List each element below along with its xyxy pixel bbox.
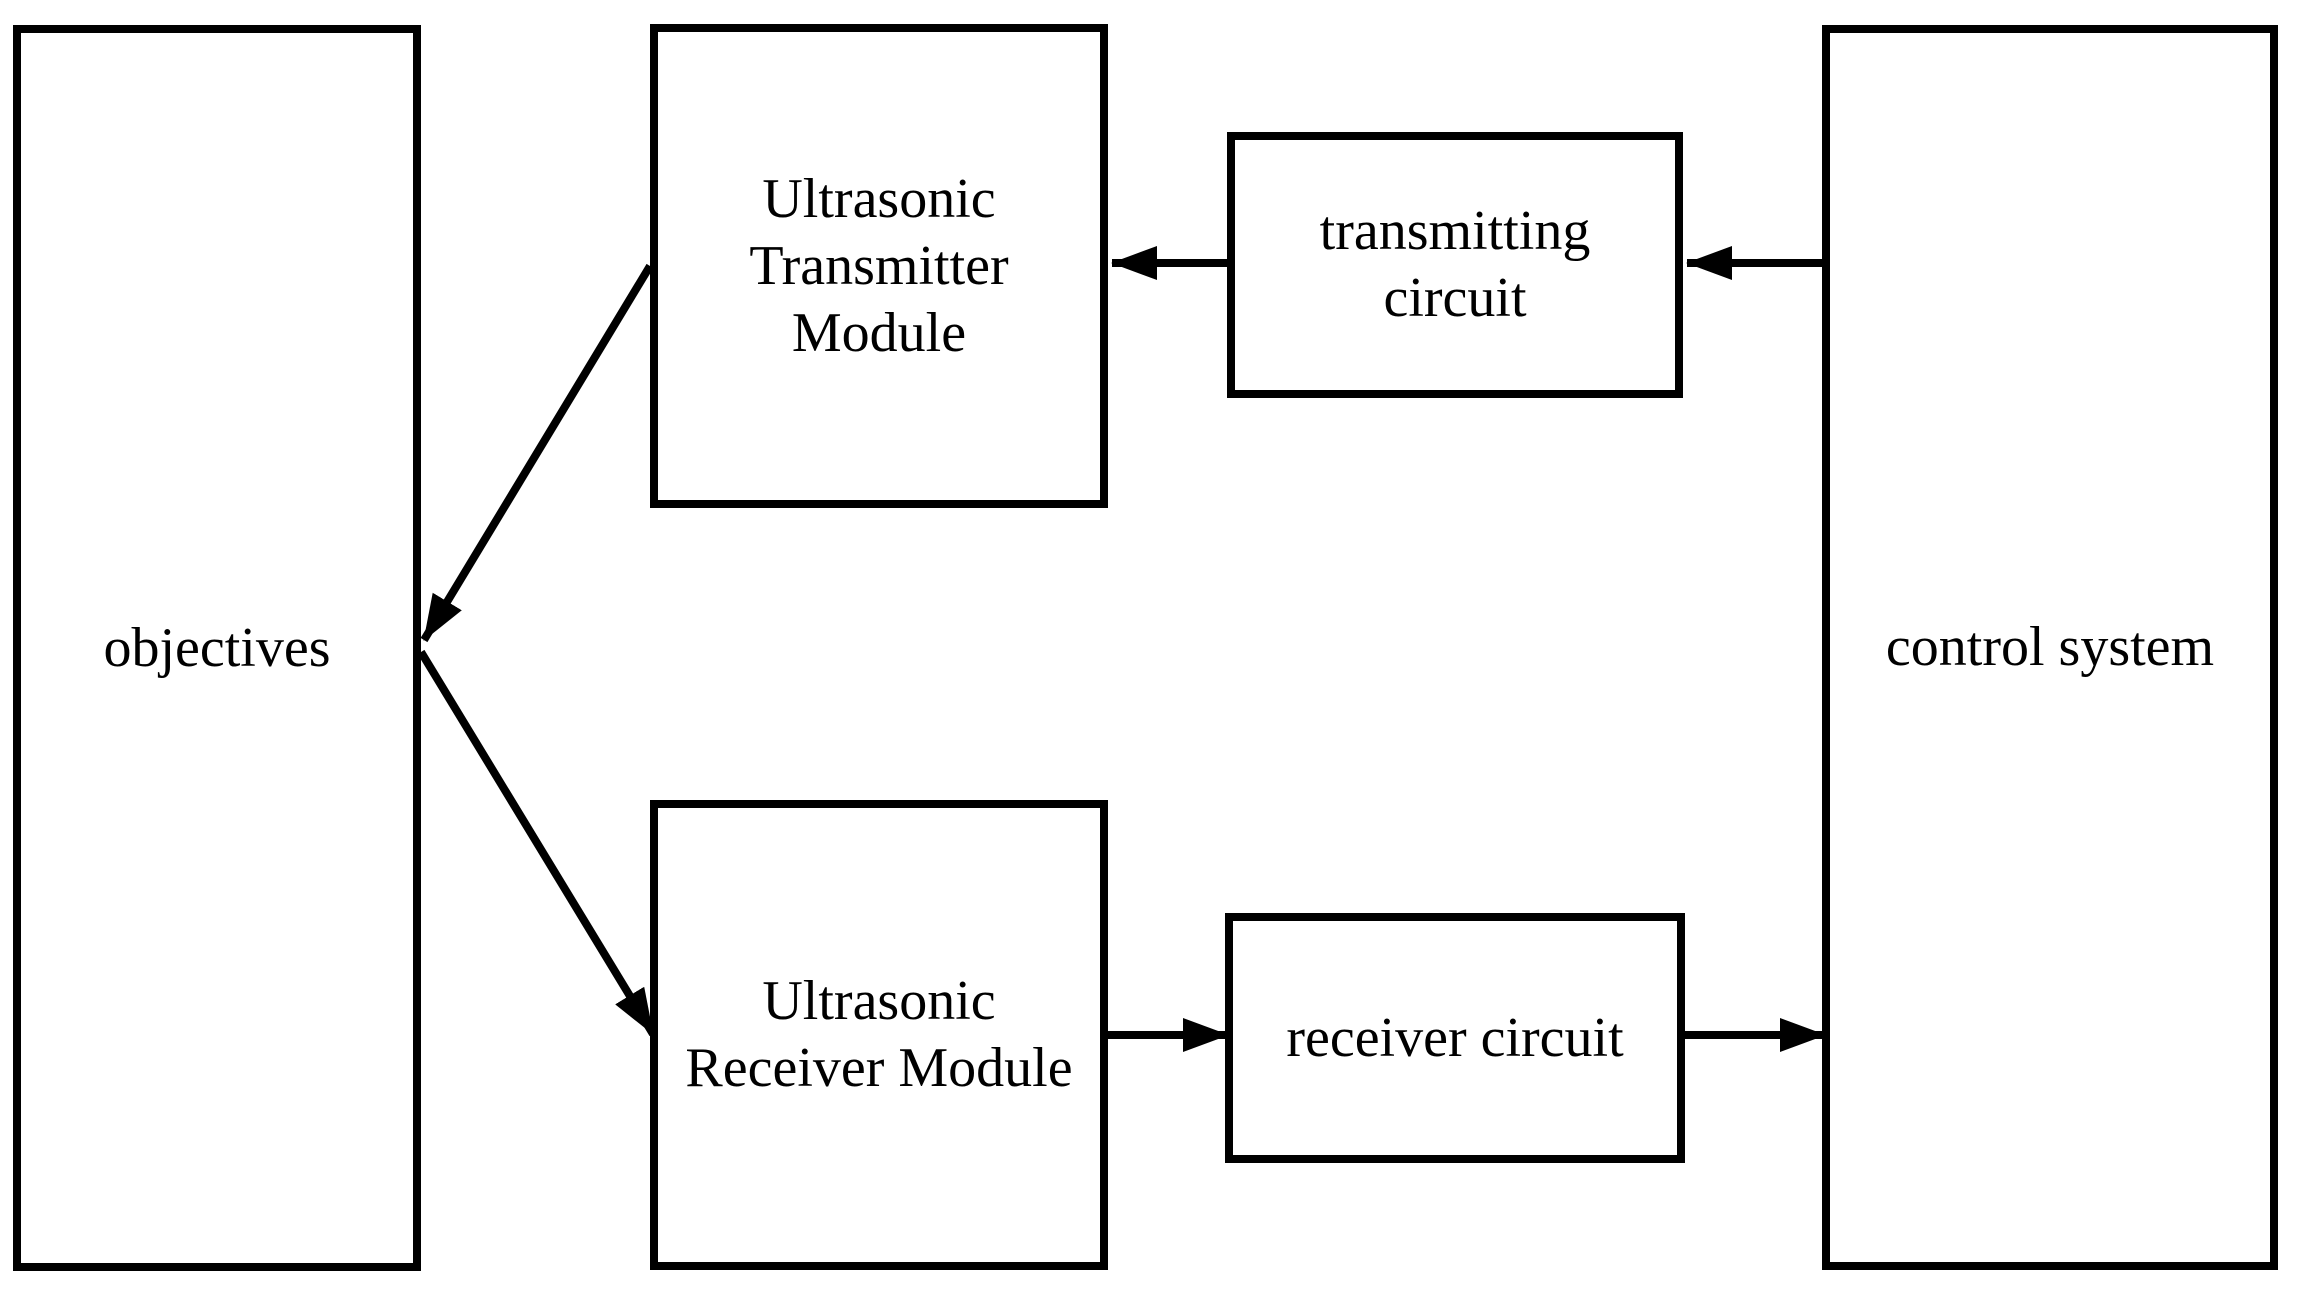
node-receiver-circuit: receiver circuit (1225, 913, 1685, 1163)
node-receiver-circuit-label: receiver circuit (1286, 1006, 1624, 1069)
node-control-system-label: control system (1885, 616, 2215, 678)
node-ultrasonic-transmitter-module: Ultrasonic Transmitter Module (650, 24, 1108, 508)
node-ultrasonic-receiver-module-label: Ultrasonic Receiver Module (685, 970, 1073, 1099)
node-ultrasonic-transmitter-module-label: Ultrasonic Transmitter Module (749, 167, 1009, 364)
node-ultrasonic-receiver-module: Ultrasonic Receiver Module (650, 800, 1108, 1270)
node-transmitting-circuit: transmitting circuit (1227, 132, 1683, 398)
arrow-objectives-to-receiver-module (417, 649, 657, 1037)
node-transmitting-circuit-label: transmitting circuit (1319, 200, 1591, 329)
node-objectives: objectives (13, 25, 421, 1271)
arrow-transmitter-module-to-objectives (420, 263, 654, 643)
node-objectives-label: objectives (103, 616, 331, 679)
node-control-system: control system (1822, 25, 2278, 1270)
